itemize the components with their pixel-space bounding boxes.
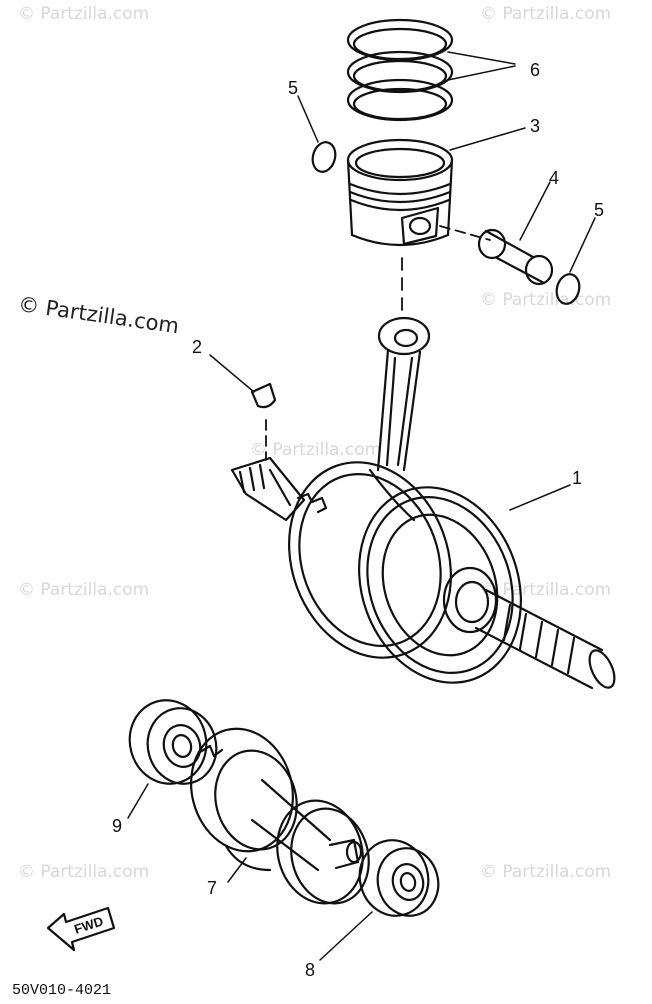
piston-rings [346, 18, 454, 122]
callout-3: 3 [530, 116, 541, 136]
callout-9: 9 [112, 816, 123, 836]
connecting-rod [376, 316, 431, 472]
callout-5-right: 5 [594, 200, 605, 220]
callout-5-left: 5 [288, 78, 299, 98]
callout-8: 8 [305, 960, 316, 980]
bearing-right [358, 839, 440, 917]
callout-7: 7 [207, 878, 218, 898]
callout-2: 2 [192, 337, 203, 357]
woodruff-key [250, 382, 277, 409]
watermark: © Partzilla.com [250, 440, 382, 460]
pin-axis [439, 225, 491, 241]
callout-1: 1 [572, 468, 583, 488]
watermark: © Partzilla.com [18, 4, 150, 24]
callout-6: 6 [530, 60, 541, 80]
watermark: © Partzilla.com [480, 4, 612, 24]
crankshaft [230, 456, 616, 690]
watermark: © Partzilla.com [18, 862, 150, 882]
piston [346, 138, 454, 247]
circlip-right [555, 273, 581, 305]
watermark: © Partzilla.com [480, 862, 612, 882]
drawing-code: 50V010-4021 [12, 982, 112, 999]
fwd-arrow: FWD [46, 906, 116, 952]
crank-assembly [190, 727, 370, 905]
watermark: © Partzilla.com [18, 580, 150, 600]
piston-pin [477, 228, 554, 286]
circlip-left [311, 141, 337, 173]
bearing-left [128, 699, 218, 785]
callout-4: 4 [549, 168, 560, 188]
leader-lines [127, 51, 596, 961]
